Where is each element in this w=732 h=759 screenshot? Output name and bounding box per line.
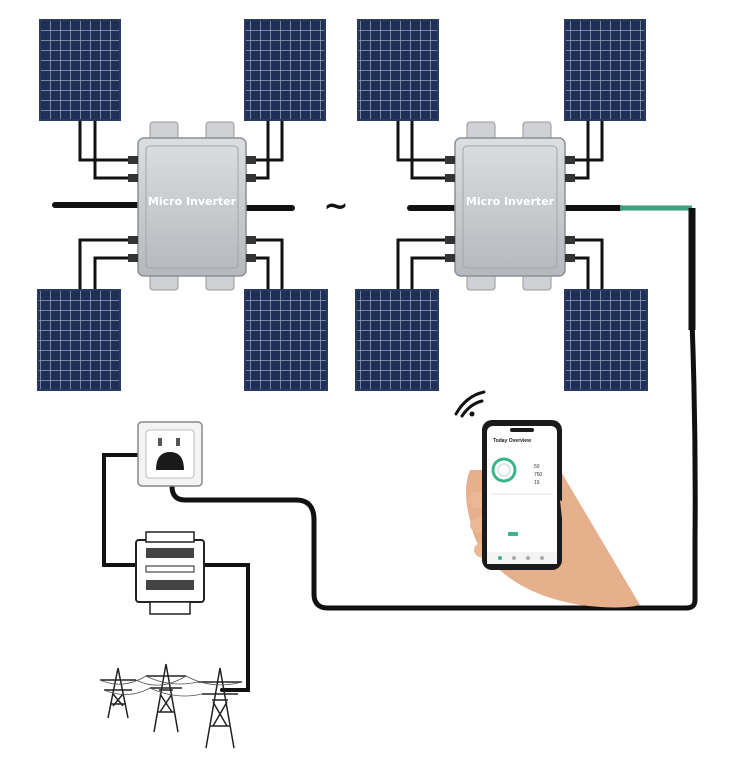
connection-continuation-mark: ~ [323, 189, 348, 224]
inverter-label: Micro Inverter [148, 195, 237, 208]
transmission-tower-icon [198, 667, 242, 749]
solar-panel-icon [564, 19, 646, 121]
electric-meter-icon [135, 531, 205, 615]
micro-inverter-icon: Micro Inverter [454, 121, 566, 291]
thumb [560, 500, 596, 565]
cable-connectors [128, 156, 575, 262]
app-stat: 19 [534, 480, 540, 486]
smartphone-icon: Today Overview 50 750 19 [482, 420, 562, 570]
app-stat: 50 [534, 464, 540, 470]
app-title: Today Overview [493, 438, 531, 444]
transmission-tower-icon [146, 663, 186, 733]
transmission-tower-icon [100, 667, 136, 719]
solar-panel-icon [244, 19, 326, 121]
solar-panel-icon [357, 19, 439, 121]
dc-cables [78, 120, 604, 300]
app-stat: 750 [534, 472, 543, 478]
solar-panel-icon [37, 289, 121, 391]
solar-panel-icon [564, 289, 648, 391]
solar-panel-icon [355, 289, 439, 391]
wifi-icon [454, 390, 486, 418]
micro-inverter-icon: Micro Inverter [137, 121, 247, 291]
inverter-label: Micro Inverter [466, 195, 555, 208]
solar-panel-icon [244, 289, 328, 391]
wall-socket-icon [137, 421, 203, 487]
solar-panel-icon [39, 19, 121, 121]
power-lines [99, 675, 243, 697]
ac-trunk-cable [52, 202, 698, 692]
